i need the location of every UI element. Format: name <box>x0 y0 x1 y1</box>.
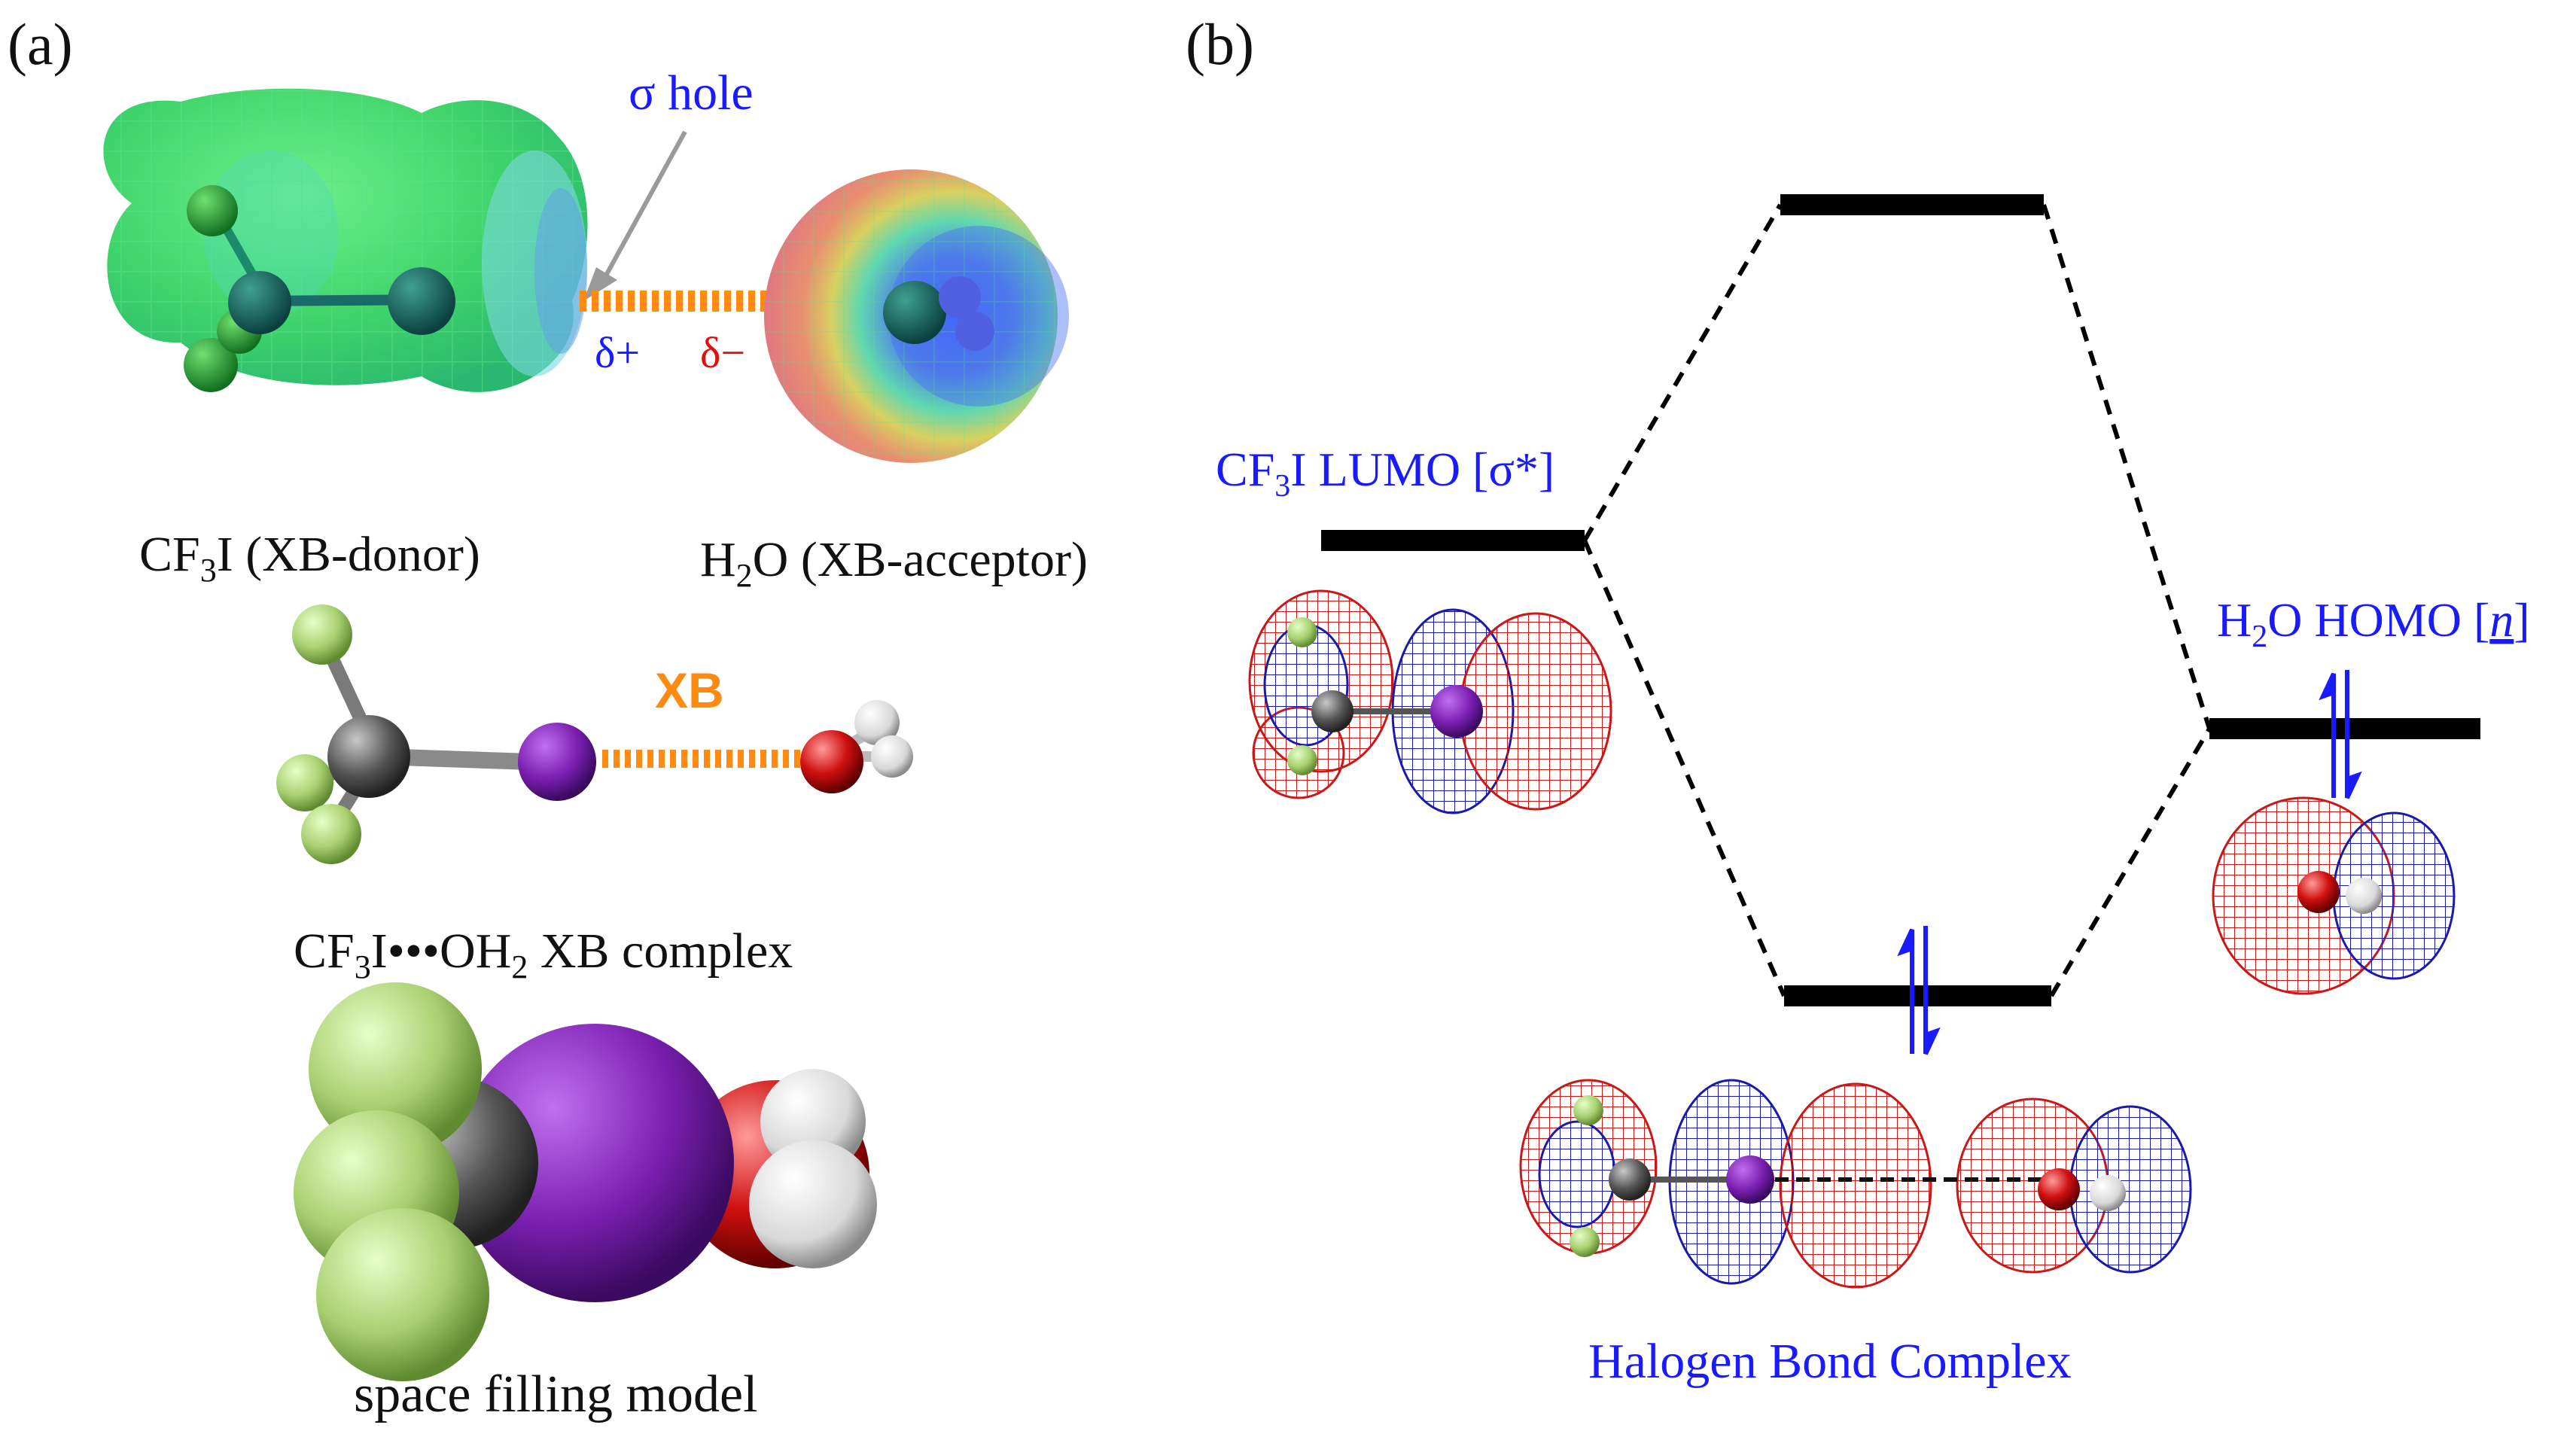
o-atom <box>2297 871 2340 913</box>
f-atom <box>1570 1227 1600 1257</box>
f-atom <box>1287 745 1317 775</box>
h-atom <box>854 700 900 745</box>
halogen-bond-complex-label: Halogen Bond Complex <box>1588 1334 2072 1389</box>
i-atom <box>455 1024 734 1302</box>
h2o-ball-stick-inner <box>883 276 994 351</box>
o-atom <box>2038 1168 2080 1210</box>
delta-plus-label: δ+ <box>595 328 640 377</box>
space-filling-model <box>294 982 877 1381</box>
f-atom <box>1573 1095 1603 1125</box>
h-atom <box>2346 878 2382 914</box>
xb-donor-label: CF3I (XB-donor) <box>139 527 480 589</box>
i-atom <box>518 723 596 801</box>
i-atom <box>1726 1155 1774 1204</box>
panel-a-label: (a) <box>8 11 73 77</box>
c-atom <box>327 715 410 798</box>
f-atom <box>301 804 361 864</box>
h-atom <box>955 312 994 351</box>
f-atom <box>184 338 238 392</box>
f-atom <box>292 604 352 665</box>
homo-label: H2O HOMO [n] <box>2217 593 2530 654</box>
c-atom <box>228 271 291 334</box>
xb-complex-ball-stick <box>276 604 913 864</box>
c-atom <box>1311 690 1353 732</box>
sigma-hole-arrowhead <box>583 267 617 301</box>
c-atom <box>1609 1158 1651 1201</box>
panel-b-label: (b) <box>1186 11 1254 77</box>
sigma-hole-label: σ hole <box>629 65 754 120</box>
delta-minus-label: δ− <box>700 328 745 377</box>
h-atom <box>749 1140 877 1268</box>
homo-orbital <box>2212 796 2456 995</box>
xb-acceptor-label: H2O (XB-acceptor) <box>700 532 1088 594</box>
f-atom <box>1287 617 1317 647</box>
cf3i-ball-stick-inner <box>184 185 455 392</box>
h-atom <box>871 735 913 778</box>
i-atom <box>388 267 455 335</box>
lumo-label: CF3I LUMO [σ*] <box>1216 443 1554 504</box>
xb-complex-label: CF3I•••OH2 XB complex <box>294 924 793 985</box>
correlation-lines <box>1582 203 2212 997</box>
homo-electron-pair <box>2319 670 2362 799</box>
xb-label: XB <box>655 662 724 718</box>
f-atom <box>309 982 482 1155</box>
complex-orbital <box>1519 1079 2192 1289</box>
f-atom <box>316 1208 489 1381</box>
o-atom <box>883 281 946 344</box>
f-atom <box>187 185 238 236</box>
lumo-orbital <box>1248 589 1612 814</box>
i-atom <box>1430 685 1483 738</box>
h-atom <box>939 276 981 318</box>
cf3i-esp-surface <box>103 88 588 392</box>
o-atom <box>800 730 863 793</box>
space-filling-label: space filling model <box>354 1365 758 1423</box>
sigma-hole-arrow <box>600 130 687 284</box>
bonding-electron-pair <box>1897 926 1941 1055</box>
h-atom <box>2090 1175 2126 1211</box>
f-atom <box>276 754 333 811</box>
